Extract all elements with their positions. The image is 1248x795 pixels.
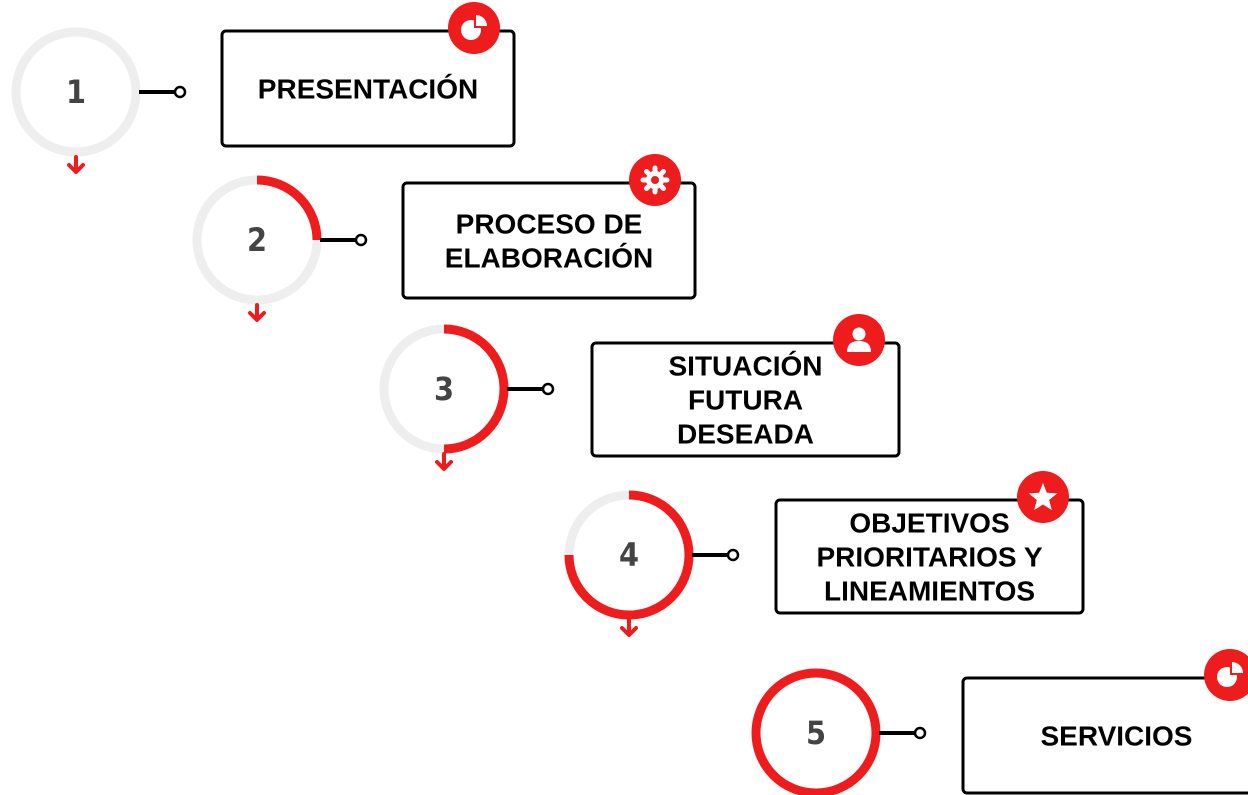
down-arrow-icon (620, 618, 638, 637)
step-box (774, 498, 1085, 615)
step-box (590, 341, 901, 458)
progress-ring-fill (751, 668, 881, 795)
step-number: 1 (66, 73, 86, 111)
user-icon-head (852, 327, 866, 341)
connector-node (913, 726, 927, 740)
step-box (961, 676, 1248, 795)
progress-ring-track (11, 27, 141, 157)
step-label-line: ELABORACIÓN (445, 243, 653, 274)
progress-ring-fill (256, 175, 322, 241)
step-label-line: SERVICIOS (1041, 721, 1193, 752)
step-number: 2 (247, 221, 267, 259)
pie-chart-icon-slice (476, 15, 487, 26)
down-arrow-icon (435, 452, 453, 471)
step-label-line: PRESENTACIÓN (258, 74, 478, 105)
step-box (401, 181, 697, 300)
step-label-line: PRIORITARIOS Y (816, 542, 1042, 573)
step-number: 5 (806, 714, 826, 752)
step-label-line: LINEAMIENTOS (824, 576, 1035, 607)
step-label-line: SITUACIÓN (669, 351, 823, 382)
progress-ring-fill (564, 490, 694, 620)
step-label-line: DESEADA (677, 419, 814, 450)
down-arrow-icon (248, 303, 266, 322)
star-icon-shape (1028, 483, 1058, 511)
down-arrow-icon (67, 155, 85, 174)
step-1: 1 PRESENTACIÓN (11, 2, 516, 174)
step-label-line: OBJETIVOS (849, 508, 1009, 539)
connector-node (354, 233, 368, 247)
progress-ring-fill (443, 324, 509, 454)
pie-chart-icon-slice (1232, 662, 1243, 673)
connector-node (541, 382, 555, 396)
step-box (220, 29, 516, 148)
step-5: 5 SERVICIOS (751, 649, 1248, 795)
step-number: 4 (619, 536, 639, 574)
step-number: 3 (434, 370, 454, 408)
connector-node (173, 85, 187, 99)
connector-node (726, 548, 740, 562)
step-label-line: FUTURA (688, 385, 803, 416)
user-icon-body (847, 341, 871, 352)
step-label-line: PROCESO DE (456, 209, 643, 240)
gear-icon-hole (651, 176, 659, 184)
